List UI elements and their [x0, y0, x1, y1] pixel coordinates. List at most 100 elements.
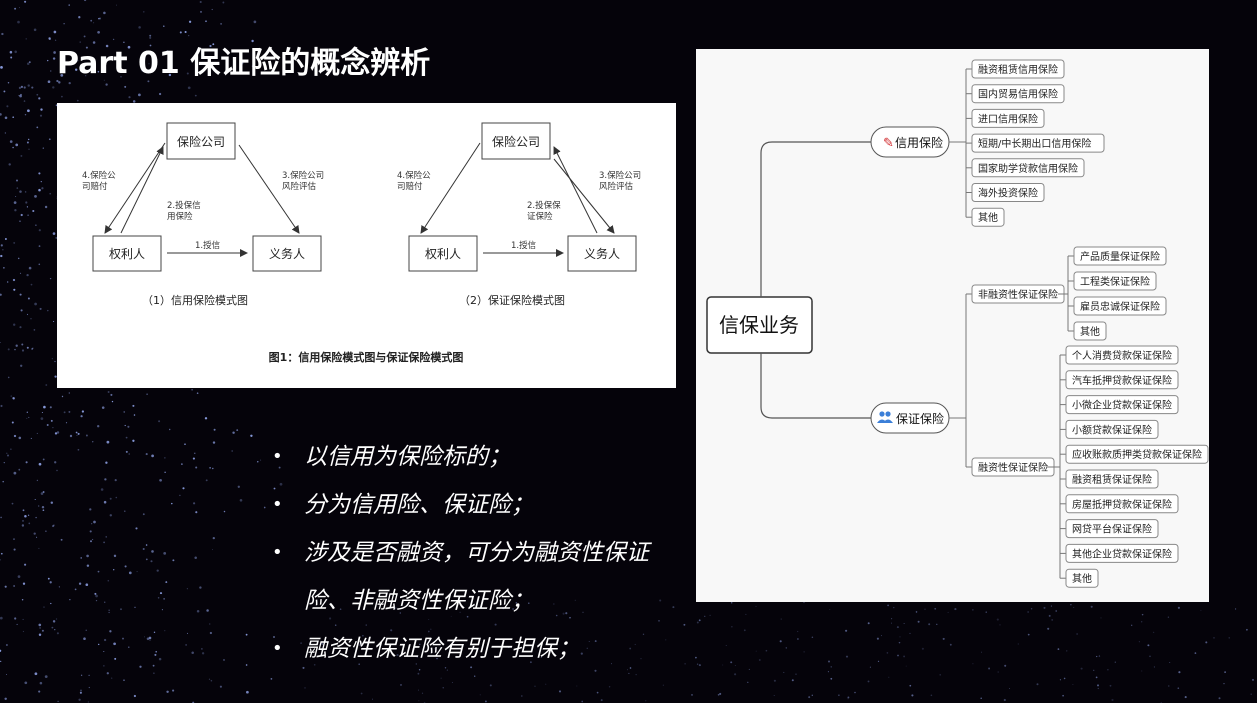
background-dot: [212, 43, 215, 46]
background-dot: [204, 417, 208, 420]
background-dot: [103, 638, 107, 642]
background-dot: [838, 694, 840, 696]
financing-item-box: [1065, 395, 1179, 415]
background-dot: [796, 638, 799, 640]
background-dot: [830, 677, 833, 680]
background-dot: [4, 585, 7, 588]
background-dot: [26, 141, 29, 144]
background-dot: [179, 31, 182, 34]
background-dot: [179, 494, 181, 497]
financing-item-box: [1065, 469, 1159, 489]
background-dot: [1004, 664, 1007, 667]
background-dot: [61, 395, 64, 398]
financing-label: 融资性保证保险: [978, 461, 1048, 474]
background-dot: [1141, 613, 1144, 616]
background-dot: [28, 266, 32, 270]
background-dot: [13, 585, 15, 587]
background-dot: [85, 46, 88, 49]
background-dot: [47, 80, 51, 84]
background-dot: [780, 618, 782, 620]
background-dot: [212, 441, 216, 444]
background-dot: [122, 637, 124, 640]
background-dot: [209, 631, 213, 635]
background-dot: [11, 421, 14, 424]
background-dot: [20, 309, 23, 312]
background-dot: [12, 116, 15, 119]
background-dot: [232, 431, 235, 434]
background-dot: [725, 645, 727, 646]
background-dot: [257, 461, 259, 463]
background-dot: [640, 658, 642, 660]
background-dot: [719, 692, 722, 695]
background-dot: [903, 623, 905, 624]
background-dot: [193, 502, 196, 505]
background-dot: [181, 463, 183, 465]
background-dot: [36, 93, 39, 96]
background-dot: [109, 630, 112, 633]
background-dot: [109, 514, 113, 517]
background-dot: [1043, 606, 1046, 609]
background-dot: [1169, 661, 1171, 664]
background-dot: [4, 132, 7, 134]
background-dot: [15, 195, 17, 198]
background-dot: [936, 623, 938, 625]
background-dot: [187, 86, 191, 90]
background-dot: [107, 391, 110, 393]
background-dot: [128, 646, 130, 648]
connector-root-credit: [760, 141, 871, 297]
background-dot: [56, 431, 60, 434]
background-dot: [208, 678, 211, 680]
background-dot: [19, 272, 22, 275]
background-dot: [13, 434, 17, 438]
background-dot: [75, 68, 78, 71]
background-dot: [321, 642, 324, 645]
background-dot: [88, 674, 90, 677]
background-dot: [35, 516, 37, 519]
background-dot: [1224, 671, 1226, 673]
financing-item: 融资租赁保证保险: [1072, 473, 1152, 486]
background-dot: [38, 690, 41, 693]
background-dot: [150, 560, 153, 563]
background-dot: [158, 657, 162, 661]
background-dot: [172, 689, 175, 692]
background-dot: [108, 58, 110, 60]
background-dot: [38, 547, 40, 549]
background-dot: [33, 532, 36, 535]
background-dot: [14, 209, 17, 212]
edge-pay-l2: 司赔付: [397, 181, 423, 192]
background-dot: [55, 236, 58, 239]
background-dot: [1066, 650, 1068, 652]
background-dot: [148, 63, 150, 65]
background-dot: [209, 467, 211, 469]
background-dot: [24, 563, 27, 566]
background-dot: [47, 577, 50, 580]
background-dot: [34, 302, 37, 306]
background-dot: [168, 73, 172, 77]
background-dot: [785, 647, 788, 649]
background-dot: [120, 608, 122, 611]
background-dot: [20, 93, 22, 96]
background-dot: [7, 81, 10, 84]
background-dot: [209, 623, 211, 625]
background-dot: [194, 452, 196, 454]
background-dot: [240, 61, 244, 65]
background-dot: [773, 679, 776, 682]
background-dot: [138, 26, 141, 29]
background-dot: [545, 683, 547, 685]
background-dot: [220, 22, 223, 25]
background-dot: [516, 603, 518, 606]
background-dot: [1114, 661, 1116, 663]
background-dot: [1027, 633, 1030, 636]
background-dot: [157, 597, 160, 599]
background-dot: [90, 540, 92, 543]
background-dot: [1097, 684, 1099, 687]
background-dot: [44, 205, 48, 209]
background-dot: [827, 671, 829, 673]
background-dot: [0, 559, 1, 561]
background-dot: [206, 609, 209, 612]
background-dot: [223, 659, 225, 661]
background-dot: [329, 617, 332, 620]
credit-item: 融资租赁信用保险: [978, 63, 1058, 76]
background-dot: [237, 485, 240, 488]
background-dot: [419, 643, 421, 645]
